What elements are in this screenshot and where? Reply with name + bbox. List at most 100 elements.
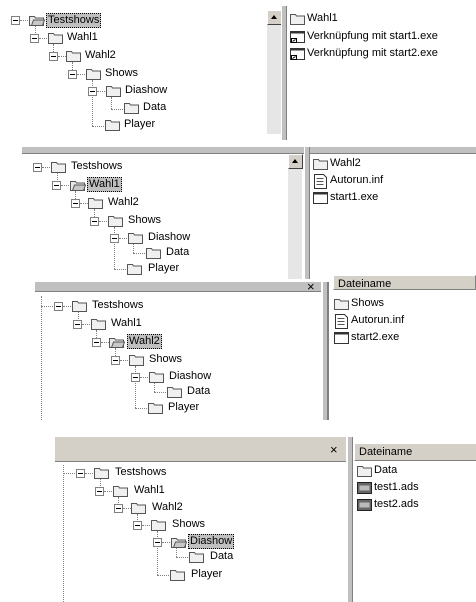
file-item[interactable]: Autorun.inf bbox=[313, 173, 473, 189]
file-item[interactable]: start2.exe bbox=[334, 330, 474, 346]
exe-icon bbox=[334, 331, 350, 348]
tree-item-wahl1[interactable]: Wahl1 bbox=[67, 31, 98, 43]
exe-icon bbox=[313, 191, 329, 208]
tree-item-shows[interactable]: Shows bbox=[149, 353, 183, 365]
tree-item-player[interactable]: Player bbox=[148, 262, 180, 274]
tree-item-diashow[interactable]: Diashow bbox=[125, 84, 168, 96]
folder-icon bbox=[151, 519, 166, 531]
tree-item-wahl1[interactable]: Wahl1 bbox=[134, 484, 165, 496]
folder-icon bbox=[105, 119, 120, 131]
collapse-toggle[interactable] bbox=[92, 338, 101, 347]
folder-icon bbox=[146, 247, 161, 259]
folder-icon bbox=[86, 68, 101, 80]
tree-scrollbar[interactable] bbox=[288, 154, 303, 279]
shortcut-icon bbox=[290, 30, 306, 47]
tree-item-testshows[interactable]: Testshows bbox=[115, 466, 167, 478]
tree-item-shows[interactable]: Shows bbox=[105, 67, 139, 79]
folder-icon bbox=[124, 102, 139, 114]
collapse-toggle[interactable] bbox=[33, 163, 42, 172]
file-item[interactable]: Verknüpfung mit start1.exe bbox=[290, 29, 470, 45]
tree-item-player[interactable]: Player bbox=[191, 568, 223, 580]
explorer-panel-1: Testshows Wahl1 Wahl2 Shows Diashow Data… bbox=[0, 0, 476, 140]
ads-file-icon bbox=[357, 498, 373, 515]
tree-item-testshows[interactable]: Testshows bbox=[46, 13, 102, 28]
collapse-toggle[interactable] bbox=[114, 504, 123, 513]
scroll-up-button[interactable] bbox=[288, 154, 303, 169]
folder-icon bbox=[113, 485, 128, 497]
collapse-toggle[interactable] bbox=[49, 52, 58, 61]
file-item[interactable]: Shows bbox=[334, 296, 474, 312]
column-header-dateiname[interactable]: Dateiname bbox=[333, 275, 476, 290]
file-item[interactable]: Data bbox=[357, 463, 473, 479]
collapse-toggle[interactable] bbox=[54, 302, 63, 311]
pane-splitter[interactable] bbox=[281, 6, 287, 140]
tree-item-shows[interactable]: Shows bbox=[128, 214, 162, 226]
tree-item-testshows[interactable]: Testshows bbox=[71, 160, 123, 172]
collapse-toggle[interactable] bbox=[11, 16, 20, 25]
folder-icon bbox=[66, 50, 81, 62]
inf-file-icon bbox=[313, 174, 329, 192]
collapse-toggle[interactable] bbox=[76, 469, 85, 478]
folder-icon bbox=[88, 197, 103, 209]
file-item[interactable]: Autorun.inf bbox=[334, 313, 474, 329]
folder-icon bbox=[149, 371, 164, 383]
tree-item-diashow[interactable]: Diashow bbox=[148, 231, 191, 243]
collapse-toggle[interactable] bbox=[95, 487, 104, 496]
open-folder-icon bbox=[109, 336, 125, 348]
folder-icon bbox=[131, 502, 146, 514]
tree-scrollbar[interactable] bbox=[267, 10, 282, 134]
collapse-toggle[interactable] bbox=[30, 34, 39, 43]
folder-icon bbox=[290, 12, 306, 28]
open-folder-icon bbox=[29, 14, 45, 26]
tree-item-diashow[interactable]: Diashow bbox=[169, 370, 212, 382]
tree-item-wahl2[interactable]: Wahl2 bbox=[127, 334, 162, 349]
collapse-toggle[interactable] bbox=[110, 234, 119, 243]
tree-item-wahl2[interactable]: Wahl2 bbox=[85, 49, 116, 61]
file-item[interactable]: start1.exe bbox=[313, 190, 473, 206]
file-item[interactable]: Wahl2 bbox=[313, 156, 473, 172]
tree-item-shows[interactable]: Shows bbox=[172, 518, 206, 530]
file-item[interactable]: test2.ads bbox=[357, 497, 473, 513]
folder-icon bbox=[167, 386, 182, 398]
folder-icon bbox=[129, 354, 144, 366]
tree-item-player[interactable]: Player bbox=[168, 401, 200, 413]
collapse-toggle[interactable] bbox=[153, 538, 162, 547]
tree-item-wahl1[interactable]: Wahl1 bbox=[87, 177, 122, 192]
close-pane-button[interactable]: × bbox=[307, 279, 315, 294]
collapse-toggle[interactable] bbox=[88, 87, 97, 96]
column-header-dateiname[interactable]: Dateiname bbox=[354, 443, 476, 461]
open-folder-icon bbox=[70, 179, 86, 191]
tree-item-testshows[interactable]: Testshows bbox=[92, 299, 144, 311]
explorer-panel-2: Testshows Wahl1 Wahl2 Shows Diashow Data… bbox=[22, 147, 476, 279]
ads-file-icon bbox=[357, 481, 373, 498]
folder-icon bbox=[170, 569, 185, 581]
file-item[interactable]: Wahl1 bbox=[290, 11, 470, 27]
folder-icon bbox=[106, 85, 121, 97]
tree-item-player[interactable]: Player bbox=[124, 118, 156, 130]
collapse-toggle[interactable] bbox=[73, 320, 82, 329]
tree-item-data[interactable]: Data bbox=[143, 101, 167, 113]
collapse-toggle[interactable] bbox=[133, 521, 142, 530]
scroll-up-button[interactable] bbox=[267, 10, 282, 25]
tree-item-data[interactable]: Data bbox=[187, 385, 211, 397]
folder-icon bbox=[334, 297, 350, 313]
tree-item-data[interactable]: Data bbox=[166, 246, 190, 258]
tree-item-wahl2[interactable]: Wahl2 bbox=[152, 501, 183, 513]
close-pane-button[interactable]: × bbox=[330, 442, 338, 457]
file-item[interactable]: test1.ads bbox=[357, 480, 473, 496]
tree-item-data[interactable]: Data bbox=[210, 550, 234, 562]
collapse-toggle[interactable] bbox=[68, 70, 77, 79]
folder-icon bbox=[127, 263, 142, 275]
collapse-toggle[interactable] bbox=[131, 373, 140, 382]
collapse-toggle[interactable] bbox=[52, 181, 61, 190]
pane-splitter[interactable] bbox=[347, 437, 353, 602]
collapse-toggle[interactable] bbox=[111, 356, 120, 365]
tree-item-diashow[interactable]: Diashow bbox=[188, 534, 235, 549]
tree-item-wahl2[interactable]: Wahl2 bbox=[108, 196, 139, 208]
pane-splitter[interactable] bbox=[304, 147, 310, 279]
file-item[interactable]: Verknüpfung mit start2.exe bbox=[290, 46, 470, 62]
collapse-toggle[interactable] bbox=[90, 217, 99, 226]
collapse-toggle[interactable] bbox=[71, 199, 80, 208]
folder-icon bbox=[72, 300, 87, 312]
tree-item-wahl1[interactable]: Wahl1 bbox=[111, 317, 142, 329]
